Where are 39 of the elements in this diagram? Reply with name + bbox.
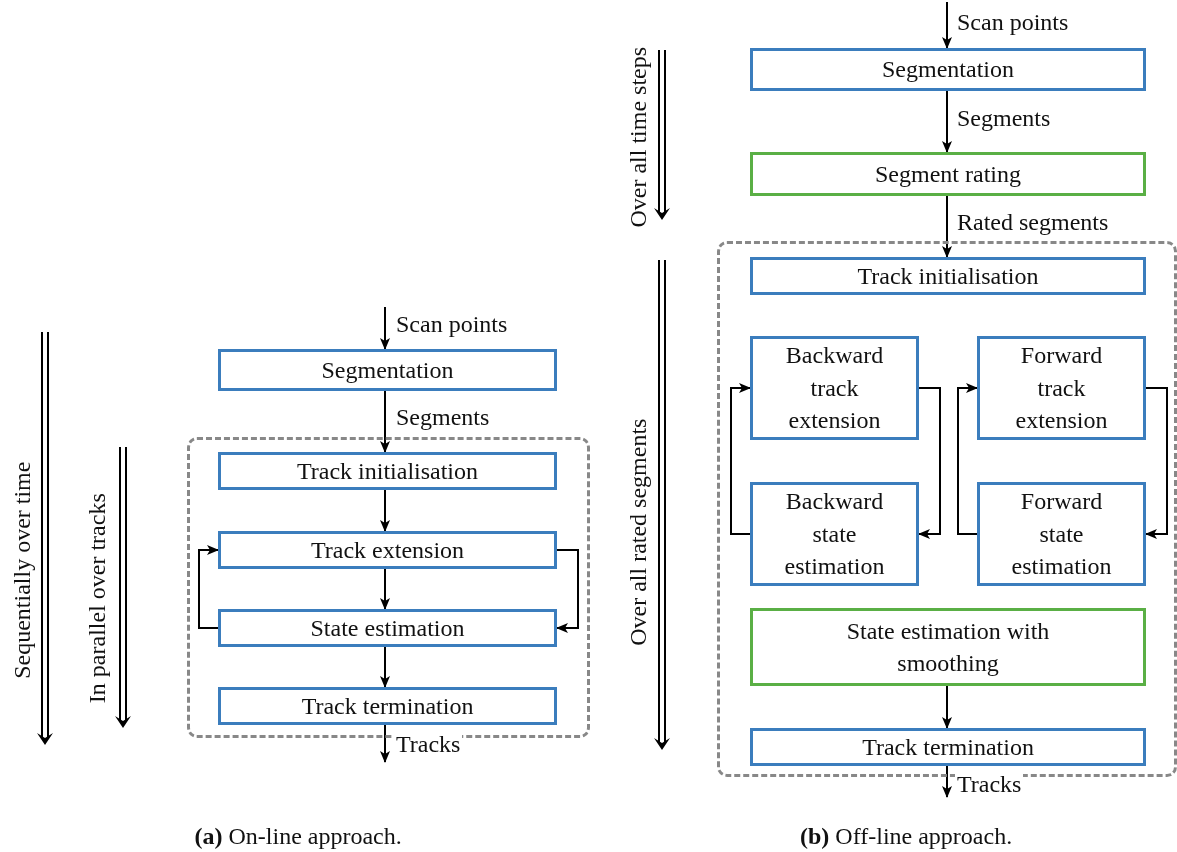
arrow (198, 545, 219, 629)
arrow (957, 383, 978, 535)
arrow (942, 765, 952, 798)
arrow (730, 383, 751, 535)
process-box: Segmentation (750, 48, 1146, 91)
process-box: Segmentation (218, 349, 557, 391)
arrow (942, 90, 952, 153)
process-box: Track termination (218, 687, 557, 725)
process-box: Track termination (750, 728, 1146, 766)
subfigure-caption: (a) On-line approach. (194, 823, 402, 850)
direction-label: Over all rated segments (624, 418, 652, 646)
subfigure-caption: (b) Off-line approach. (800, 823, 1013, 850)
arrow (942, 685, 952, 729)
process-box: Track extension (218, 531, 557, 569)
arrow (942, 195, 952, 258)
process-box: Backward state estimation (750, 482, 919, 586)
arrow (380, 724, 390, 763)
process-box: Track initialisation (218, 452, 557, 490)
process-box: Forward state estimation (977, 482, 1146, 586)
arrow (556, 549, 579, 633)
arrow (380, 489, 390, 532)
arrow (1145, 387, 1168, 539)
arrow (380, 568, 390, 610)
direction-label: In parallel over tracks (83, 493, 111, 704)
direction-label: Sequentially over time (8, 461, 36, 679)
process-box: Track initialisation (750, 257, 1146, 295)
group-frame (187, 437, 590, 738)
process-box: Forward track extension (977, 336, 1146, 440)
arrow (380, 390, 390, 453)
arrow (918, 387, 941, 539)
arrow (380, 306, 390, 350)
group-frame (717, 241, 1177, 777)
direction-label: Over all time steps (624, 46, 651, 228)
arrow (380, 646, 390, 688)
process-box: Backward track extension (750, 336, 919, 440)
arrow (942, 1, 952, 49)
process-box: Segment rating (750, 152, 1146, 196)
process-box: State estimation (218, 609, 557, 647)
process-box: State estimation with smoothing (750, 608, 1146, 686)
